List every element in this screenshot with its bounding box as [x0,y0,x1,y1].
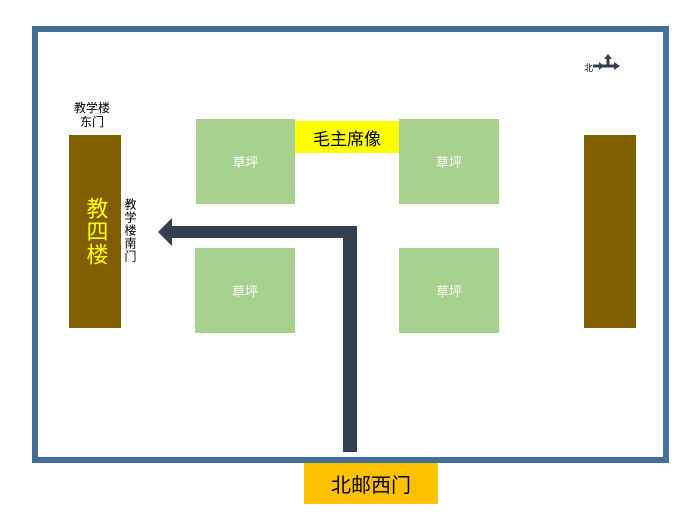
lawn-northwest: 草坪 [196,119,295,204]
lawn-southeast: 草坪 [399,248,499,333]
north-arrow-icon [593,54,620,70]
bupt-west-gate: 北邮西门 [304,463,438,504]
compass: 北 [584,54,624,78]
compass-north-label: 北 [584,64,594,74]
lawn-northeast: 草坪 [399,119,499,204]
teaching-building-south-gate-label: 教学楼南门 [123,197,137,263]
teaching-building-east-gate-label: 教学楼东门 [73,101,110,129]
route-arrow-shape [158,218,357,452]
building-east [584,135,636,328]
building-jiaosi: 教四楼 [69,135,121,328]
lawn-southwest: 草坪 [195,248,295,333]
chairman-mao-statue: 毛主席像 [295,121,399,153]
building-jiaosi-label: 教四楼 [82,197,108,266]
